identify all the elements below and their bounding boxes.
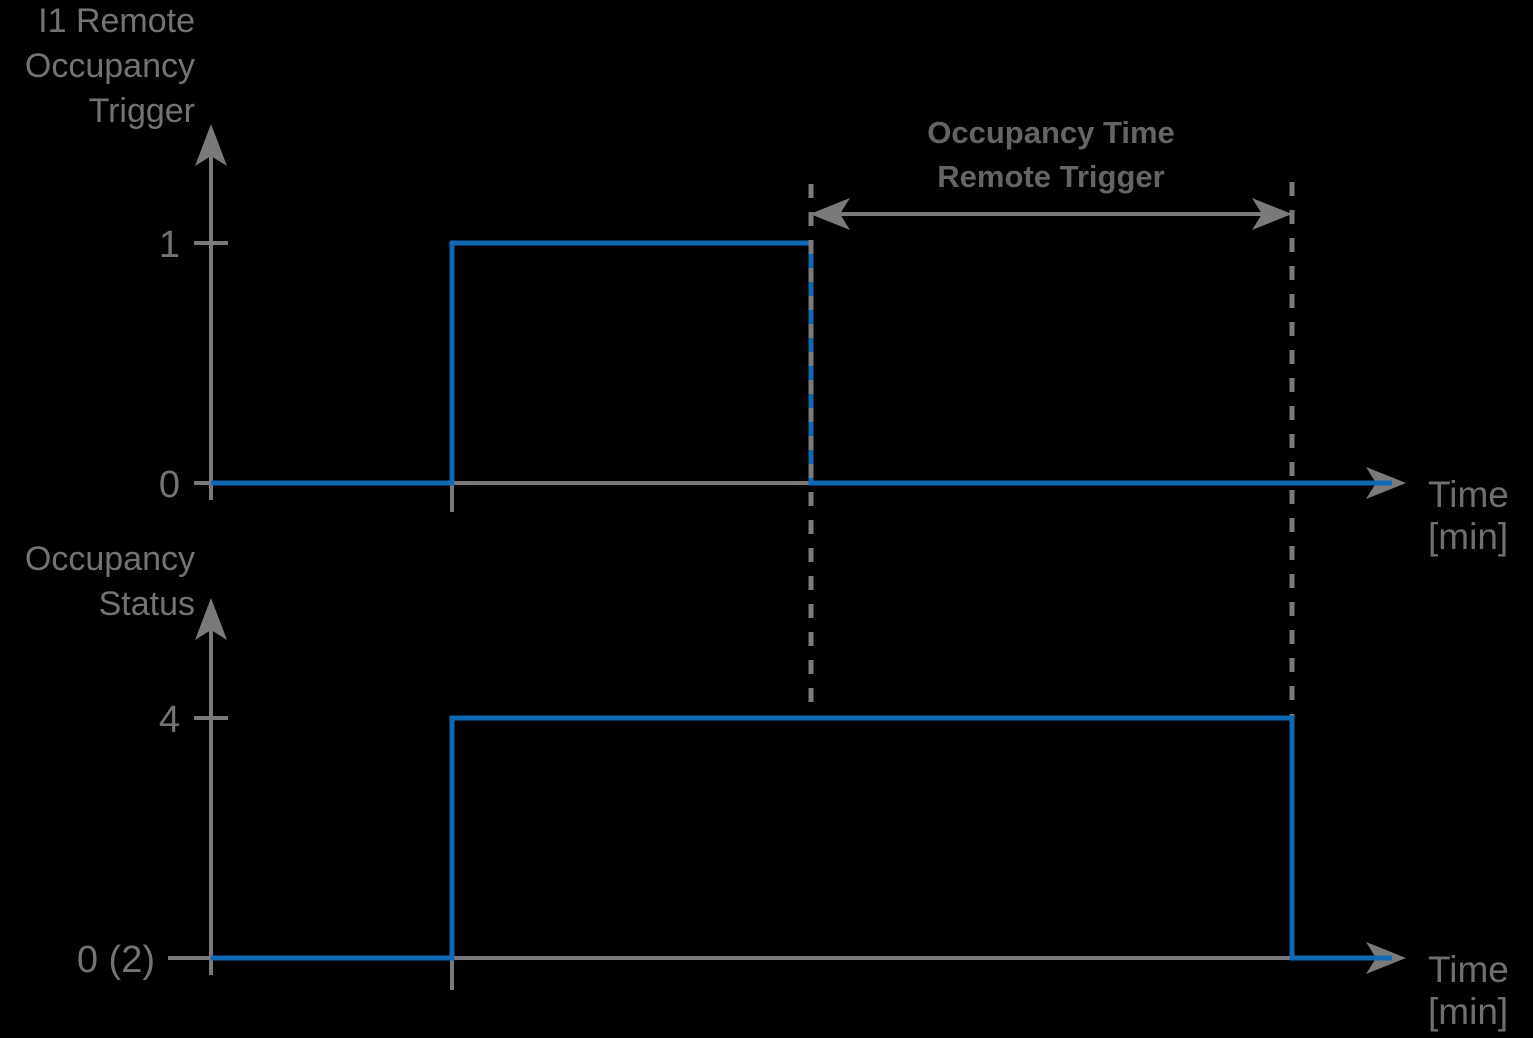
chart2-y-axis-arrow-icon xyxy=(195,598,227,640)
chart1-ytick-label-0: 0 xyxy=(159,464,180,506)
chart2-x-axis-label-line2: [min] xyxy=(1428,991,1508,1032)
annotation-arrow-left-icon xyxy=(810,198,850,230)
chart1-y-axis-label-line1: I1 Remote xyxy=(38,2,195,40)
chart1-y-axis-arrow-icon xyxy=(195,124,227,166)
annotation-occupancy-time-remote-trigger: Occupancy Time Remote Trigger xyxy=(810,115,1292,230)
chart2-y-axis-label-line1: Occupancy xyxy=(25,540,195,578)
chart1-signal-trace xyxy=(211,240,1392,486)
chart1-x-axis-label-line2: [min] xyxy=(1428,516,1508,557)
chart1-x-axis-label-line1: Time xyxy=(1428,474,1509,515)
chart-remote-occupancy-trigger: I1 Remote Occupancy Trigger 1 0 Time [mi… xyxy=(25,2,1509,557)
annotation-label-line1: Occupancy Time xyxy=(927,115,1175,150)
chart1-ytick-label-1: 1 xyxy=(159,224,180,266)
chart2-x-axis-label-line1: Time xyxy=(1428,949,1509,990)
annotation-arrow-right-icon xyxy=(1252,198,1292,230)
chart-occupancy-status: Occupancy Status 4 0 (2) Time [min] xyxy=(25,540,1509,1032)
chart2-y-axis-label-line2: Status xyxy=(99,585,195,623)
chart1-y-axis-label-line2: Occupancy xyxy=(25,47,195,85)
chart2-ytick-label-4: 4 xyxy=(159,699,180,741)
annotation-label-line2: Remote Trigger xyxy=(937,159,1164,194)
chart2-ytick-label-0: 0 (2) xyxy=(77,939,155,981)
chart1-y-axis-label-line3: Trigger xyxy=(89,92,195,130)
chart2-signal-trace xyxy=(211,715,1392,961)
